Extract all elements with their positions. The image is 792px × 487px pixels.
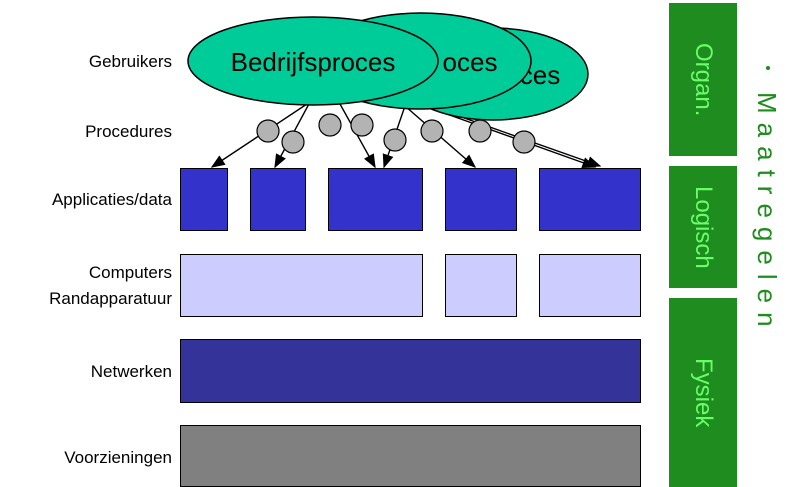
measure-logisch: Logisch — [669, 166, 737, 288]
application-box — [180, 168, 228, 231]
measure-logisch-label: Logisch — [690, 185, 717, 269]
application-box — [539, 168, 641, 231]
label-gebruikers: Gebruikers — [88, 52, 172, 71]
procedure-nodes — [256, 113, 536, 154]
procedure-node — [350, 113, 374, 137]
procedure-node — [281, 130, 305, 154]
application-box — [250, 168, 306, 231]
label-netwerken: Netwerken — [90, 362, 172, 381]
measure-organ: Organ. — [669, 3, 737, 156]
bullet-dot — [766, 66, 770, 70]
measure-organ-label: Organ. — [690, 42, 717, 117]
procedure-node — [512, 130, 536, 154]
label-voorzieningen: Voorzieningen — [64, 448, 172, 467]
label-procedures: Procedures — [85, 122, 172, 141]
computer-box — [445, 254, 517, 317]
measure-fysiek: Fysiek — [669, 298, 737, 487]
procedure-node — [256, 119, 280, 143]
application-box — [328, 168, 423, 231]
process-label-front: Bedrijfsproces — [231, 47, 396, 77]
network-bar — [180, 339, 641, 403]
label-randapparatuur: Randapparatuur — [49, 289, 172, 308]
procedure-node — [468, 119, 492, 143]
process-ellipse-front — [187, 16, 439, 106]
measure-fysiek-label: Fysiek — [690, 357, 717, 428]
process-label-middle: oces — [443, 47, 498, 77]
measures-title: Maatregelen — [752, 92, 782, 336]
procedure-node — [420, 119, 444, 143]
application-box — [445, 168, 517, 231]
procedure-node — [318, 113, 342, 137]
facility-bar — [180, 425, 641, 487]
label-computers: Computers — [88, 263, 172, 282]
computer-box — [539, 254, 641, 317]
label-applicaties: Applicaties/data — [51, 190, 172, 209]
computer-box — [180, 254, 423, 317]
procedure-node — [383, 128, 407, 152]
